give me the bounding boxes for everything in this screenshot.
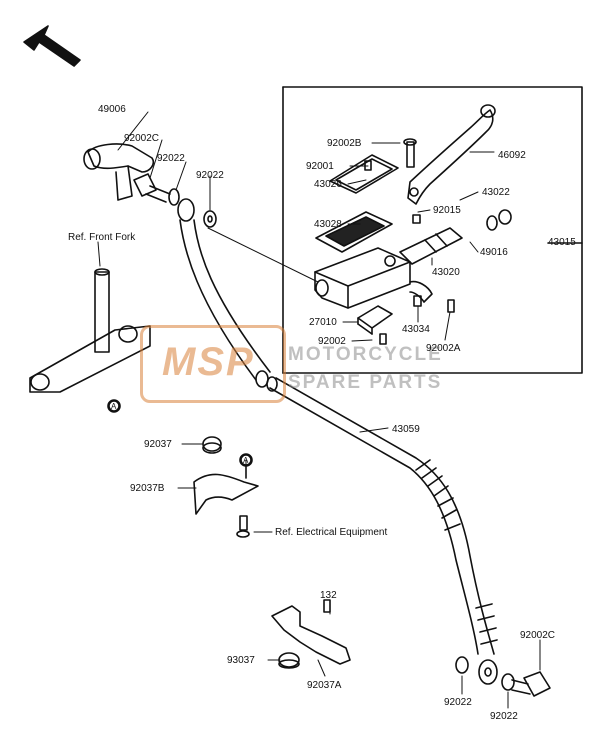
piston-assembly [399,209,512,265]
front-fork-stem [29,268,151,412]
hose-clamp [193,436,259,538]
label-49006: 49006 [98,104,126,115]
label-43034: 43034 [402,324,430,335]
brake-hose-lower [266,376,498,655]
label-92037A: 92037A [307,680,342,691]
brake-switch [357,305,393,335]
watermark-logo-text: MSP [162,340,255,384]
label-43022: 43022 [482,187,510,198]
lower-fittings [455,656,551,697]
label-92022-c: 92022 [444,697,472,708]
label-43026: 43026 [314,179,342,190]
diaphragm [315,211,393,253]
label-92002B: 92002B [327,138,362,149]
label-ref-a-mid: A [243,456,249,465]
label-43059: 43059 [392,424,420,435]
label-132: 132 [320,590,337,601]
label-43015: 43015 [548,237,576,248]
label-43028: 43028 [314,219,342,230]
handlebar-holder [83,143,155,201]
brake-hose-upper [177,198,271,388]
brake-lever [407,104,496,205]
master-cylinder-body [314,247,433,309]
label-46092: 46092 [498,150,526,161]
label-92002A: 92002A [426,343,461,354]
label-49016: 49016 [480,247,508,258]
label-ref-front-fork: Ref. Front Fork [68,232,136,243]
direction-arrow-icon [23,25,81,67]
watermark-logo [140,325,286,403]
label-92037B: 92037B [130,483,165,494]
label-92022-a: 92022 [157,153,185,164]
label-92002C-bottom: 92002C [520,630,556,641]
label-43020: 43020 [432,267,460,278]
hose-bracket [271,599,351,669]
banjo-bolt-top [133,173,171,203]
label-ref-a-left: A [111,402,117,411]
watermark-line1: MOTORCYCLE [288,344,443,365]
leader-lines-lower [97,111,541,709]
label-ref-electrical: Ref. Electrical Equipment [275,527,388,538]
label-92001: 92001 [306,161,334,172]
label-92022-d: 92022 [490,711,518,722]
washers-top [168,188,217,228]
watermark-line2: SPARE PARTS [288,372,443,393]
small-screws [364,160,455,345]
label-93037: 93037 [227,655,255,666]
label-92037: 92037 [144,439,172,450]
label-92015: 92015 [433,205,461,216]
ref-a-circles [107,399,253,467]
label-92022-b: 92022 [196,170,224,181]
label-92002C-top: 92002C [124,133,160,144]
label-27010: 27010 [309,317,337,328]
pivot-bolt [403,138,417,168]
label-92002: 92002 [318,336,346,347]
master-cylinder-box [282,86,583,374]
